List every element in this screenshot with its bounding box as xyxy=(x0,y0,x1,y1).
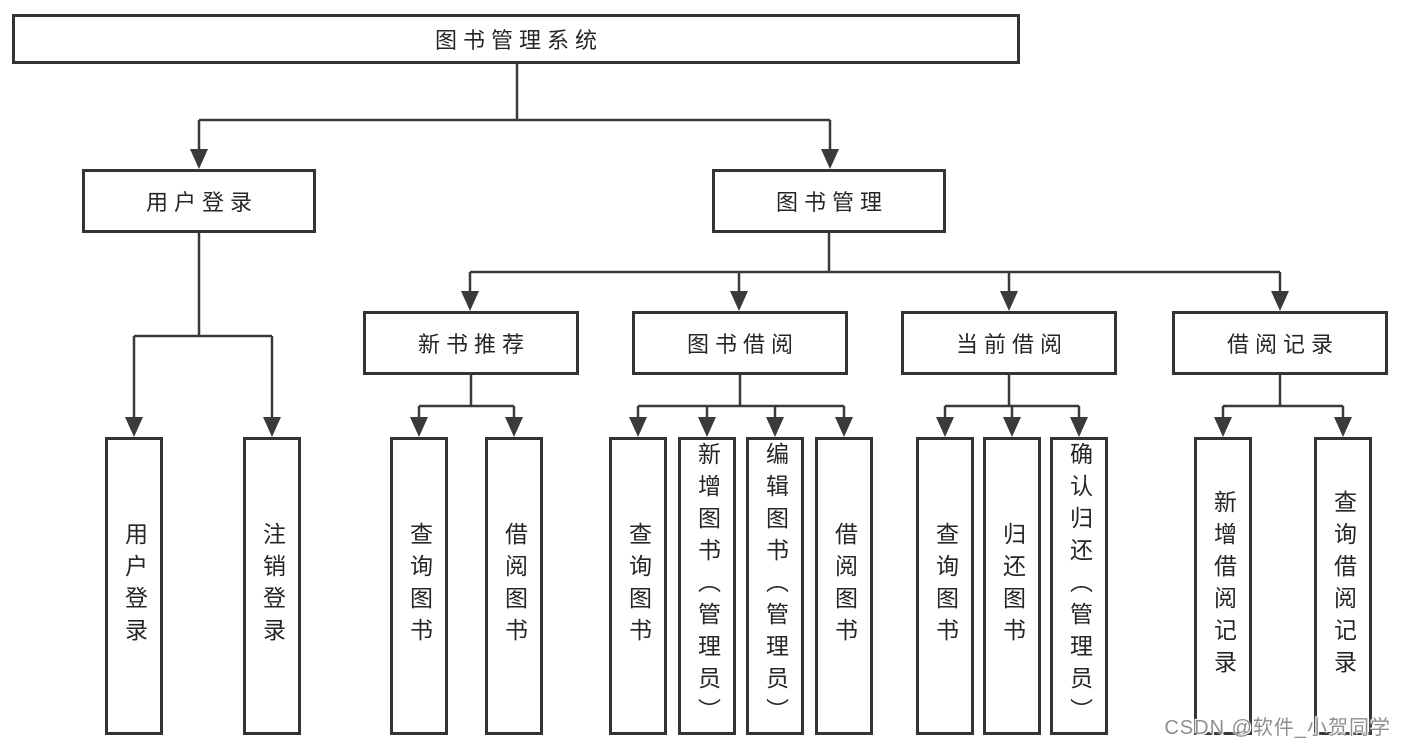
node-label: 注销登录 xyxy=(259,522,286,650)
arrowhead xyxy=(835,417,853,437)
arrowhead xyxy=(263,417,281,437)
node-label: 归还图书 xyxy=(999,522,1026,650)
node-label: 图书管理系统 xyxy=(434,28,603,53)
leaf-borrow-books-borrowing: 借阅图书 xyxy=(815,437,873,735)
leaf-query-books-recommend: 查询图书 xyxy=(390,437,448,735)
leaf-edit-books-admin: 编辑图书（管理员） xyxy=(746,437,804,735)
node-book-management: 图书管理 xyxy=(712,169,946,233)
arrowhead xyxy=(698,417,716,437)
leaf-query-borrow-record: 查询借阅记录 xyxy=(1314,437,1372,735)
node-label: 借阅记录 xyxy=(1226,332,1339,357)
node-label: 确认归还（管理员） xyxy=(1066,442,1093,730)
arrowhead xyxy=(461,291,479,311)
node-label: 查询图书 xyxy=(625,522,652,650)
leaf-query-books-borrowing: 查询图书 xyxy=(609,437,667,735)
node-label: 新增图书（管理员） xyxy=(694,442,721,730)
node-label: 当前借阅 xyxy=(955,332,1068,357)
node-library-management-system: 图书管理系统 xyxy=(12,14,1020,64)
arrowhead xyxy=(1334,417,1352,437)
node-label: 用户登录 xyxy=(145,190,258,215)
arrowhead xyxy=(125,417,143,437)
node-current-borrowing: 当前借阅 xyxy=(901,311,1117,375)
tree-edges xyxy=(132,64,1345,421)
node-user-login: 用户登录 xyxy=(82,169,316,233)
node-new-book-recommendation: 新书推荐 xyxy=(363,311,579,375)
arrowhead xyxy=(936,417,954,437)
node-book-borrowing: 图书借阅 xyxy=(632,311,848,375)
leaf-add-borrow-record: 新增借阅记录 xyxy=(1194,437,1252,735)
arrowhead xyxy=(730,291,748,311)
node-label: 借阅图书 xyxy=(501,522,528,650)
watermark: CSDN @软件_小贺同学 xyxy=(1164,717,1391,739)
arrowhead xyxy=(1214,417,1232,437)
node-label: 查询图书 xyxy=(406,522,433,650)
arrowhead xyxy=(1000,291,1018,311)
node-label: 图书管理 xyxy=(775,190,888,215)
node-label: 图书借阅 xyxy=(686,332,799,357)
node-label: 新书推荐 xyxy=(417,332,530,357)
arrowhead xyxy=(629,417,647,437)
leaf-logout-login: 注销登录 xyxy=(243,437,301,735)
arrowhead xyxy=(410,417,428,437)
arrowhead xyxy=(505,417,523,437)
arrowhead xyxy=(1070,417,1088,437)
leaf-return-books: 归还图书 xyxy=(983,437,1041,735)
node-label: 编辑图书（管理员） xyxy=(762,442,789,730)
node-borrowing-records: 借阅记录 xyxy=(1172,311,1388,375)
node-label: 查询借阅记录 xyxy=(1330,490,1357,682)
node-label: 新增借阅记录 xyxy=(1210,490,1237,682)
arrowheads xyxy=(125,149,1352,437)
arrowhead xyxy=(1003,417,1021,437)
leaf-borrow-books-recommend: 借阅图书 xyxy=(485,437,543,735)
leaf-add-books-admin: 新增图书（管理员） xyxy=(678,437,736,735)
arrowhead xyxy=(766,417,784,437)
leaf-user-login: 用户登录 xyxy=(105,437,163,735)
leaf-confirm-return-admin: 确认归还（管理员） xyxy=(1050,437,1108,735)
arrowhead xyxy=(190,149,208,169)
arrowhead xyxy=(1271,291,1289,311)
leaf-query-books-current: 查询图书 xyxy=(916,437,974,735)
node-label: 借阅图书 xyxy=(831,522,858,650)
arrowhead xyxy=(821,149,839,169)
node-label: 用户登录 xyxy=(121,522,148,650)
node-label: 查询图书 xyxy=(932,522,959,650)
